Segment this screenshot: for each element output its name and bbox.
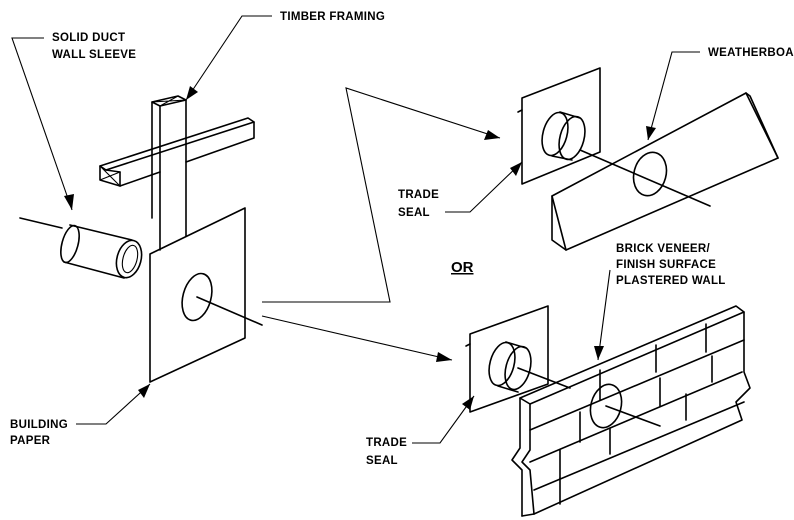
trade-seal-bottom-drawing (465, 305, 571, 413)
solid-duct-wall-sleeve-drawing (19, 217, 143, 279)
timber-framing-label: TIMBER FRAMING (280, 11, 385, 23)
brick-label-2: FINISH SURFACE (616, 259, 716, 271)
timber-framing-drawing (99, 95, 255, 251)
or-label: OR (451, 259, 474, 276)
leader-lines (11, 15, 700, 444)
trade-seal-bottom-label-1: TRADE (366, 437, 407, 449)
trade-seal-top-label-1: TRADE (398, 189, 439, 201)
brick-label-3: PLASTERED WALL (616, 275, 726, 287)
trade-seal-top-label-2: SEAL (398, 207, 430, 219)
brick-veneer-drawing (511, 305, 751, 517)
building-paper-label-2: PAPER (10, 435, 51, 447)
brick-label-1: BRICK VENEER/ (616, 243, 711, 255)
trade-seal-bottom-label-2: SEAL (366, 455, 398, 467)
trade-seal-top-drawing (517, 67, 601, 185)
solid-duct-label-2: WALL SLEEVE (52, 49, 136, 61)
solid-duct-label-1: SOLID DUCT (52, 32, 125, 44)
weatherboard-drawing (551, 92, 779, 251)
building-paper-label-1: BUILDING (10, 419, 68, 431)
weatherboard-label: WEATHERBOARD (708, 47, 794, 59)
building-paper-drawing (149, 207, 263, 383)
